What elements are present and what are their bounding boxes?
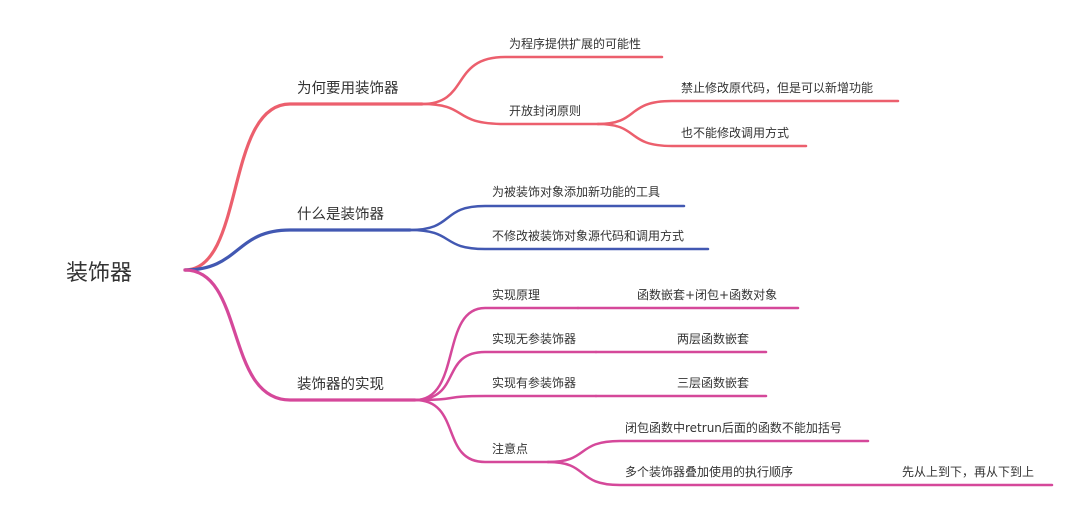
connector-why-openclose (420, 102, 600, 126)
connector-root-what (183, 228, 412, 272)
node-what-is: 什么是装饰器 (297, 206, 384, 223)
node-why-use: 为何要用装饰器 (297, 80, 399, 97)
node-principle: 实现原理 (492, 287, 540, 302)
connector-impl-principle (413, 306, 580, 402)
root-node-label: 装饰器 (66, 261, 132, 286)
connector-root-impl (183, 268, 417, 402)
node-notes: 注意点 (492, 441, 528, 456)
node-no-param-decorator: 实现无参装饰器 (492, 331, 576, 346)
connector-notes-order (546, 460, 1054, 487)
connector-impl-noparam (413, 350, 598, 402)
node-stacking-order: 多个装饰器叠加使用的执行顺序 (625, 464, 793, 479)
connector-impl-param (413, 394, 598, 402)
connector-what-tool (408, 204, 686, 232)
node-no-modify-call: 也不能修改调用方式 (681, 125, 789, 140)
node-two-level-nesting: 两层函数嵌套 (677, 331, 749, 346)
connector-impl-notes (413, 398, 550, 464)
connector-what-nomodify (408, 228, 710, 251)
node-top-down-bottom-up: 先从上到下，再从下到上 (902, 465, 1034, 479)
node-three-level-nesting: 三层函数嵌套 (677, 375, 749, 390)
connector-why-extend (420, 55, 664, 106)
node-principle-detail: 函数嵌套+闭包+函数对象 (637, 287, 777, 302)
connector-notes-closure (546, 439, 870, 464)
node-add-feature-tool: 为被装饰对象添加新功能的工具 (492, 184, 660, 199)
node-param-decorator: 实现有参装饰器 (492, 375, 576, 390)
connector-root-why (183, 102, 424, 272)
connector-openclose-call (596, 122, 808, 148)
node-no-modify-source-call: 不修改被装饰对象源代码和调用方式 (492, 228, 684, 243)
connector-openclose-modify (596, 99, 900, 126)
node-implementation: 装饰器的实现 (297, 376, 384, 393)
node-open-close-principle: 开放封闭原则 (509, 103, 581, 118)
node-extend-possibility: 为程序提供扩展的可能性 (509, 36, 641, 51)
node-no-modify-source: 禁止修改原代码，但是可以新增功能 (681, 80, 873, 95)
node-closure-no-parens: 闭包函数中retrun后面的函数不能加括号 (625, 420, 842, 435)
